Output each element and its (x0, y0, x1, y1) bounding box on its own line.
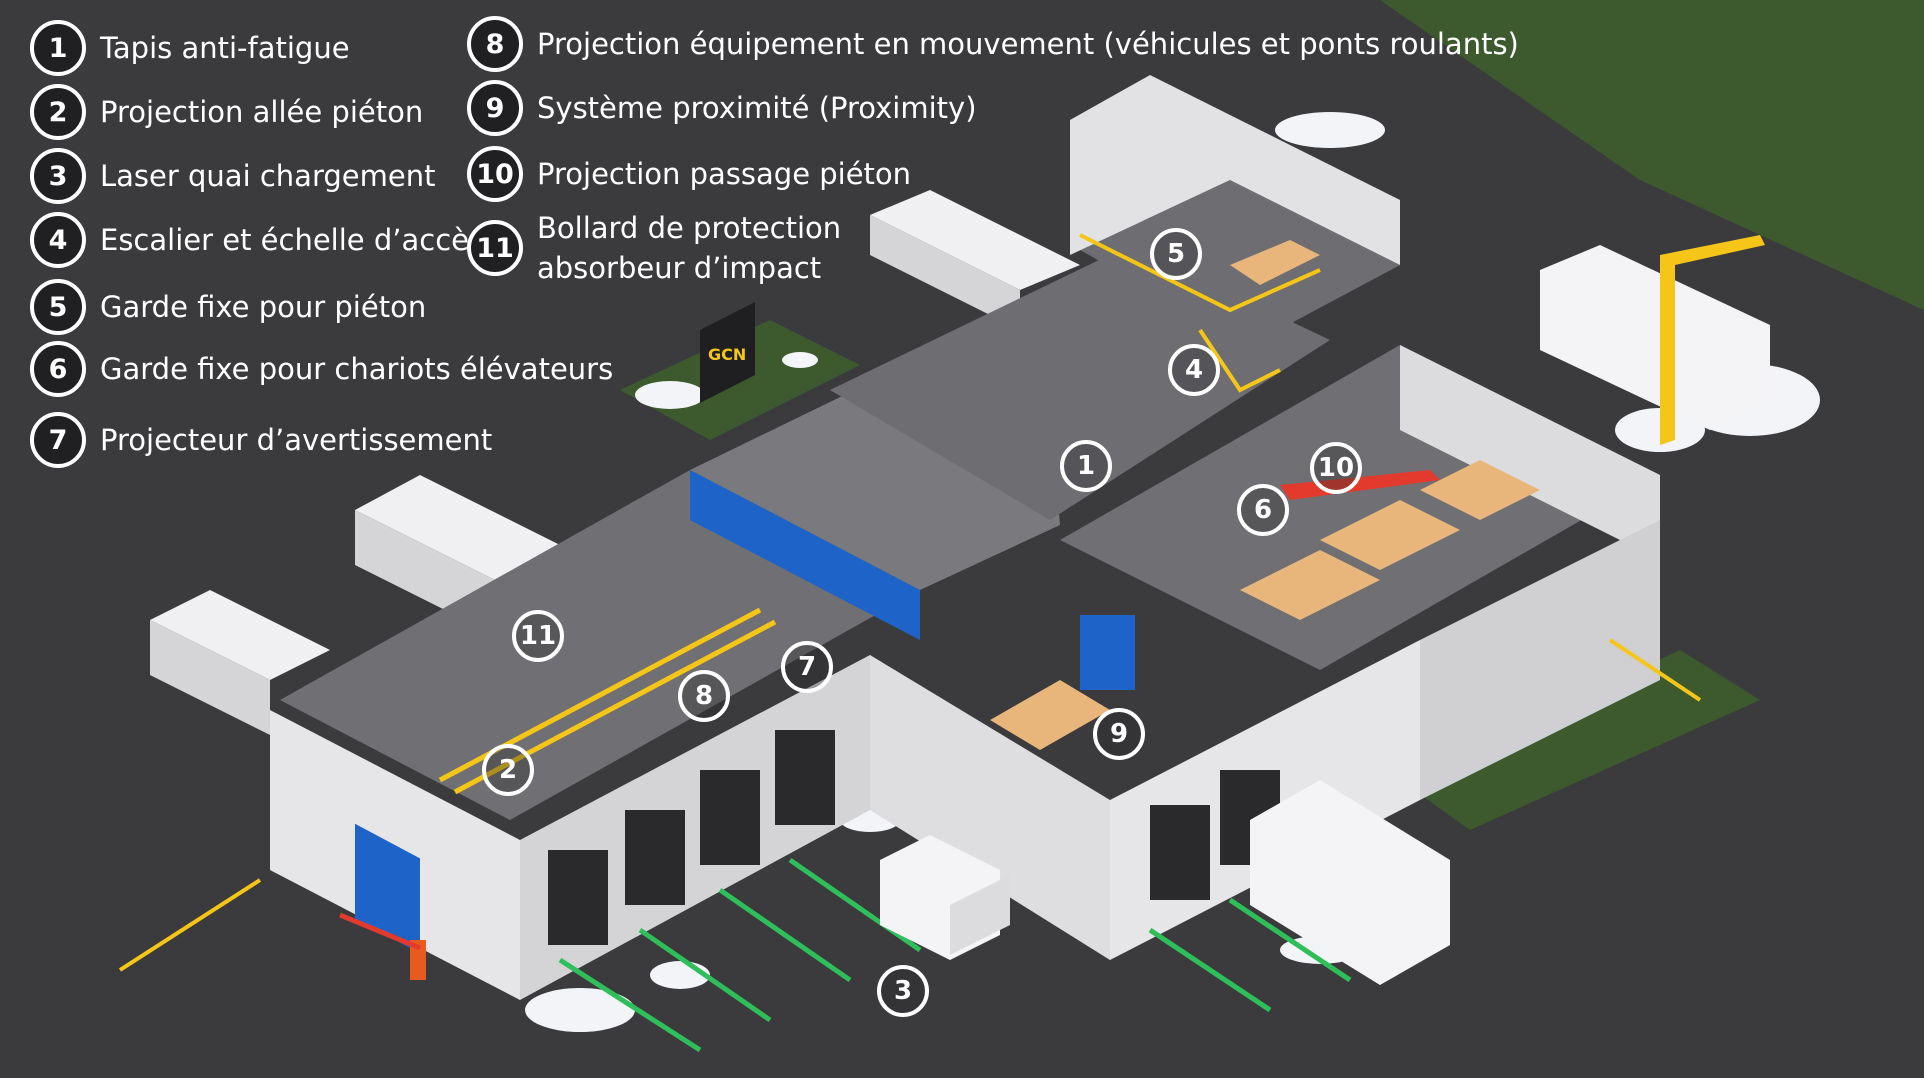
legend-label: Garde fixe pour piéton (100, 290, 427, 324)
barrier-arm (339, 912, 421, 951)
legend-number-badge: 6 (30, 341, 86, 397)
legend-item-3: 3 Laser quai chargement (30, 148, 435, 204)
legend-number-badge: 7 (30, 412, 86, 468)
marker-6: 6 (1237, 484, 1289, 536)
dock-door (625, 810, 685, 905)
laser-line (1228, 897, 1352, 983)
box-stack (1420, 460, 1540, 520)
legend-label: Tapis anti-fatigue (100, 31, 350, 65)
legend-label: Projecteur d’avertissement (100, 423, 493, 457)
legend-number-badge: 4 (30, 212, 86, 268)
box-stack (1240, 550, 1380, 620)
marker-8: 8 (678, 670, 730, 722)
box-stack (1320, 500, 1460, 570)
legend-item-6: 6 Garde fixe pour chariots élévateurs (30, 341, 613, 397)
legend-label: Système proximité (Proximity) (537, 91, 977, 125)
legend-label: Garde fixe pour chariots élévateurs (100, 352, 614, 386)
legend-label: Projection passage piéton (537, 157, 912, 191)
blue-wall (690, 470, 920, 640)
trailer-top (870, 190, 1080, 290)
yellow-gantry (1660, 235, 1765, 445)
laser-line (718, 887, 852, 983)
marker-3: 3 (877, 965, 929, 1017)
legend-item-4: 4 Escalier et échelle d’accès (30, 212, 484, 268)
marker-7: 7 (781, 641, 833, 693)
trailer-left-bottom-side (150, 620, 270, 735)
legend-item-10: 10 Projection passage piéton (467, 146, 911, 202)
trailer-top-side (870, 215, 1020, 330)
gcn-logo-text: GCN (708, 345, 746, 364)
legend-number-badge: 11 (467, 220, 523, 276)
legend-label: Laser quai chargement (100, 159, 436, 193)
blue-door (1080, 615, 1135, 690)
yellow-railing (1198, 328, 1281, 393)
box-stack (1230, 240, 1320, 285)
snow-patch (525, 988, 635, 1032)
marker-11: 11 (512, 610, 564, 662)
snow-patch (635, 381, 705, 409)
legend-item-5: 5 Garde fixe pour piéton (30, 279, 426, 335)
yellow-railing-right (1608, 638, 1702, 702)
legend-number-badge: 3 (30, 148, 86, 204)
legend-label: Projection équipement en mouvement (véhi… (537, 27, 1519, 61)
marker-9: 9 (1093, 708, 1145, 760)
laser-line (558, 957, 702, 1053)
marker-1: 1 (1060, 440, 1112, 492)
dock-door (1150, 805, 1210, 900)
legend-number-badge: 2 (30, 84, 86, 140)
delivery-van-cab (950, 875, 1010, 955)
legend-label: Escalier et échelle d’accès (100, 223, 485, 257)
box-stack (990, 680, 1110, 750)
trailer-right (1250, 780, 1450, 985)
marker-10: 10 (1310, 442, 1362, 494)
gcn-sign-lawn: GCN (700, 302, 755, 403)
marker-5: 5 (1150, 228, 1202, 280)
laser-line (788, 857, 922, 953)
legend-item-7: 7 Projecteur d’avertissement (30, 412, 492, 468)
trailer-left-bottom (150, 590, 330, 680)
snow-patch (1275, 112, 1385, 148)
building-left-floor (280, 470, 920, 820)
marker-4: 4 (1168, 344, 1220, 396)
laser-line (1148, 927, 1272, 1013)
legend-item-9: 9 Système proximité (Proximity) (467, 80, 977, 136)
barrier-post (410, 940, 426, 980)
grass-top-right (1380, 0, 1924, 310)
yellow-railing (1079, 233, 1321, 313)
building-right-back-wall (1400, 345, 1660, 560)
legend-number-badge: 5 (30, 279, 86, 335)
blue-door-front (355, 823, 420, 954)
storage-upper-wall (1070, 75, 1400, 265)
grass-near-dock (1400, 650, 1760, 830)
yellow-railing-left (118, 878, 262, 972)
legend-label: Bollard de protection absorbeur d’impact (537, 211, 842, 285)
legend-item-1: 1 Tapis anti-fatigue (30, 20, 350, 76)
laser-line (638, 927, 772, 1023)
marker-2: 2 (482, 744, 534, 796)
legend-number-badge: 9 (467, 80, 523, 136)
snow-patch (782, 352, 818, 368)
dock-door (548, 850, 608, 945)
pedestrian-crossing (1280, 470, 1440, 500)
legend-number-badge: 10 (467, 146, 523, 202)
legend-number-badge: 8 (467, 16, 523, 72)
legend-item-2: 2 Projection allée piéton (30, 84, 423, 140)
legend-number-badge: 1 (30, 20, 86, 76)
legend-item-8: 8 Projection équipement en mouvement (véh… (467, 16, 1519, 72)
dock-door (700, 770, 760, 865)
building-center-wall (870, 655, 1110, 960)
truck-top-right (1540, 245, 1770, 430)
dock-door (775, 730, 835, 825)
building-right-side-wall (1420, 520, 1660, 800)
legend-label: Projection allée piéton (100, 95, 424, 129)
